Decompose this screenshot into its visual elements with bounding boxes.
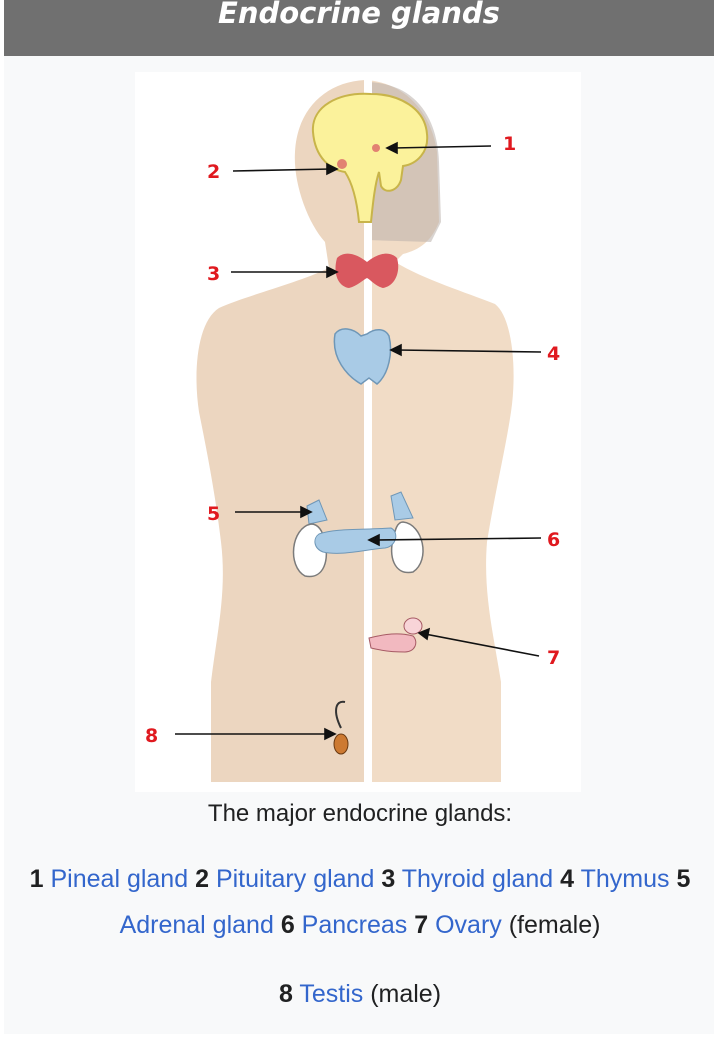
gland-note-female: (female) (508, 911, 601, 939)
gland-num: 4 (560, 865, 575, 893)
header-bar: Endocrine glands (4, 0, 714, 56)
gland-label-3: 3 (207, 263, 220, 285)
link-ovary[interactable]: Ovary (435, 911, 502, 939)
gland-label-5: 5 (207, 503, 220, 525)
page-title: Endocrine glands (218, 0, 500, 30)
gland-num: 5 (676, 865, 691, 893)
gland-num: 2 (195, 865, 209, 893)
gland-note-male: (male) (370, 980, 442, 1008)
endocrine-diagram: 1 2 3 4 5 6 7 8 (135, 72, 581, 792)
link-adrenal-gland[interactable]: Adrenal gland (119, 911, 274, 939)
link-pancreas[interactable]: Pancreas (301, 911, 408, 939)
brain-shape (311, 92, 429, 223)
gland-num: 1 (29, 865, 44, 893)
link-pituitary-gland[interactable]: Pituitary gland (215, 865, 375, 893)
gland-num: 8 (278, 980, 293, 1008)
gland-label-8: 8 (145, 725, 158, 747)
gland-list-last-line: 8 Testis (male) (0, 980, 720, 1009)
link-thyroid-gland[interactable]: Thyroid gland (401, 865, 554, 893)
link-testis[interactable]: Testis (299, 980, 364, 1008)
link-thymus[interactable]: Thymus (580, 865, 670, 893)
leader-arrows (175, 141, 542, 741)
gland-label-6: 6 (547, 529, 560, 551)
gland-label-2: 2 (207, 161, 220, 183)
gland-num: 7 (414, 911, 429, 939)
figure-caption: The major endocrine glands: (207, 800, 513, 827)
testis-shape (333, 700, 349, 755)
ovary-shape (368, 617, 423, 653)
kidneys-adrenals-pancreas (292, 491, 424, 578)
gland-list: 1 Pineal gland 2 Pituitary gland 3 Thyro… (10, 856, 710, 948)
gland-num: 3 (381, 865, 396, 893)
thyroid-shape (335, 253, 399, 288)
link-pineal-gland[interactable]: Pineal gland (50, 865, 189, 893)
thymus-shape (333, 328, 392, 385)
gland-num: 6 (280, 911, 295, 939)
gland-label-4: 4 (547, 343, 560, 365)
gland-label-1: 1 (503, 133, 516, 155)
gland-label-7: 7 (547, 647, 560, 669)
